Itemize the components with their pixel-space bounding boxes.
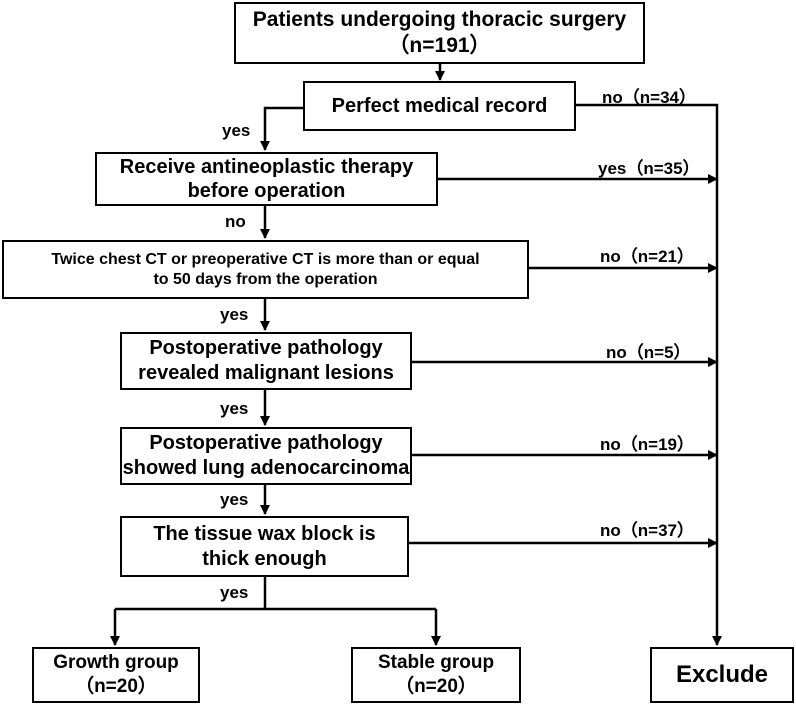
box-adeno-line1: Postoperative pathology [149, 432, 383, 454]
box-start: Patients undergoing thoracic surgery （n=… [234, 2, 645, 64]
box-wax-line2: thick enough [202, 547, 327, 570]
box-start-line1: Patients undergoing thoracic surgery [252, 7, 627, 31]
box-malignant-line2: revealed malignant lesions [138, 362, 394, 384]
box-record: Perfect medical record [303, 81, 576, 131]
box-therapy-line1: Receive antineoplastic therapy [119, 156, 414, 178]
label-record-exclude: no（n=34） [602, 88, 696, 107]
box-exclude: Exclude [650, 647, 794, 703]
label-record-pass: yes [222, 121, 251, 140]
box-therapy-line2: before operation [187, 180, 346, 202]
label-ct-exclude: no（n=21） [600, 247, 694, 266]
label-therapy-pass: no [225, 212, 246, 231]
box-record-line1: Perfect medical record [331, 94, 548, 117]
box-ct: Twice chest CT or preoperative CT is mor… [2, 240, 529, 299]
box-ct-line2: to 50 days from the operation [153, 270, 378, 288]
label-malignant-exclude: no（n=5） [606, 343, 691, 362]
label-malignant-pass: yes [220, 399, 249, 418]
box-adeno-line2: showed lung adenocarcinoma [122, 457, 410, 479]
label-adeno-exclude: no（n=19） [600, 435, 694, 454]
box-exclude-line1: Exclude [675, 661, 769, 688]
label-wax-exclude: no（n=37） [600, 521, 694, 540]
box-growth: Growth group （n=20） [32, 647, 200, 703]
box-stable-line2: （n=20） [395, 676, 477, 697]
label-ct-pass: yes [220, 305, 249, 324]
label-wax-pass: yes [220, 583, 249, 602]
box-therapy: Receive antineoplastic therapy before op… [95, 152, 438, 206]
box-wax: The tissue wax block is thick enough [120, 516, 409, 577]
box-growth-line2: （n=20） [75, 676, 157, 697]
box-malignant-line1: Postoperative pathology [149, 337, 383, 359]
box-start-line2: （n=191） [388, 34, 491, 57]
box-wax-line1: The tissue wax block is [153, 522, 376, 545]
box-stable-line1: Stable group [377, 652, 495, 674]
label-adeno-pass: yes [220, 490, 249, 509]
box-ct-line1: Twice chest CT or preoperative CT is mor… [51, 250, 480, 268]
box-growth-line1: Growth group [53, 652, 179, 674]
box-adeno: Postoperative pathology showed lung aden… [120, 427, 412, 485]
arrow-record-to-therapy [260, 106, 303, 151]
box-malignant: Postoperative pathology revealed maligna… [120, 332, 412, 390]
connector-exclusion-trunk [575, 103, 722, 646]
box-stable: Stable group （n=20） [351, 647, 521, 703]
label-therapy-exclude: yes（n=35） [598, 159, 700, 178]
